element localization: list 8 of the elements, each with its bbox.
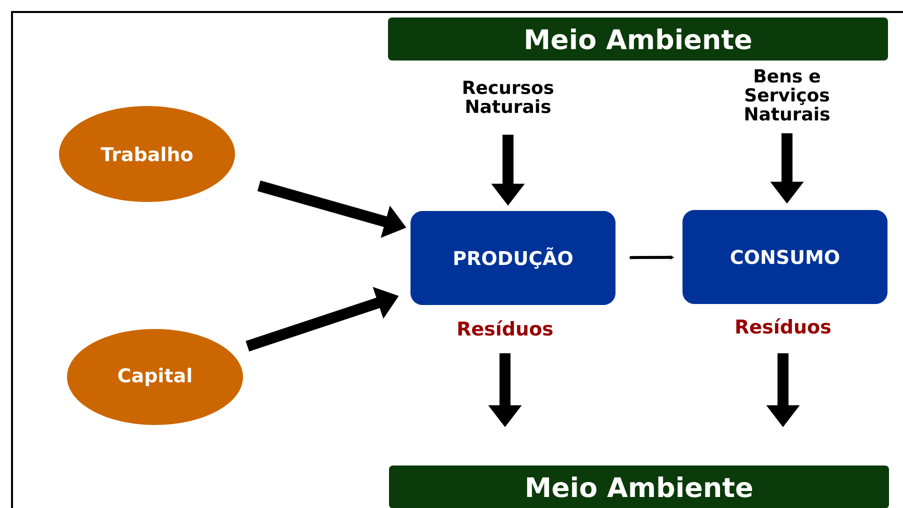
process-box: PRODUÇÃO (410, 211, 616, 305)
waste-label: Resíduos (736, 318, 830, 334)
waste-label: Resíduos (458, 320, 552, 336)
input-label: Bens e Serviços Naturais (745, 69, 830, 121)
environment-band: Meio Ambiente (388, 18, 888, 60)
environment-band: Meio Ambiente (389, 466, 889, 508)
process-box: CONSUMO (682, 210, 888, 304)
input-label: Recursos Naturais (464, 80, 554, 114)
